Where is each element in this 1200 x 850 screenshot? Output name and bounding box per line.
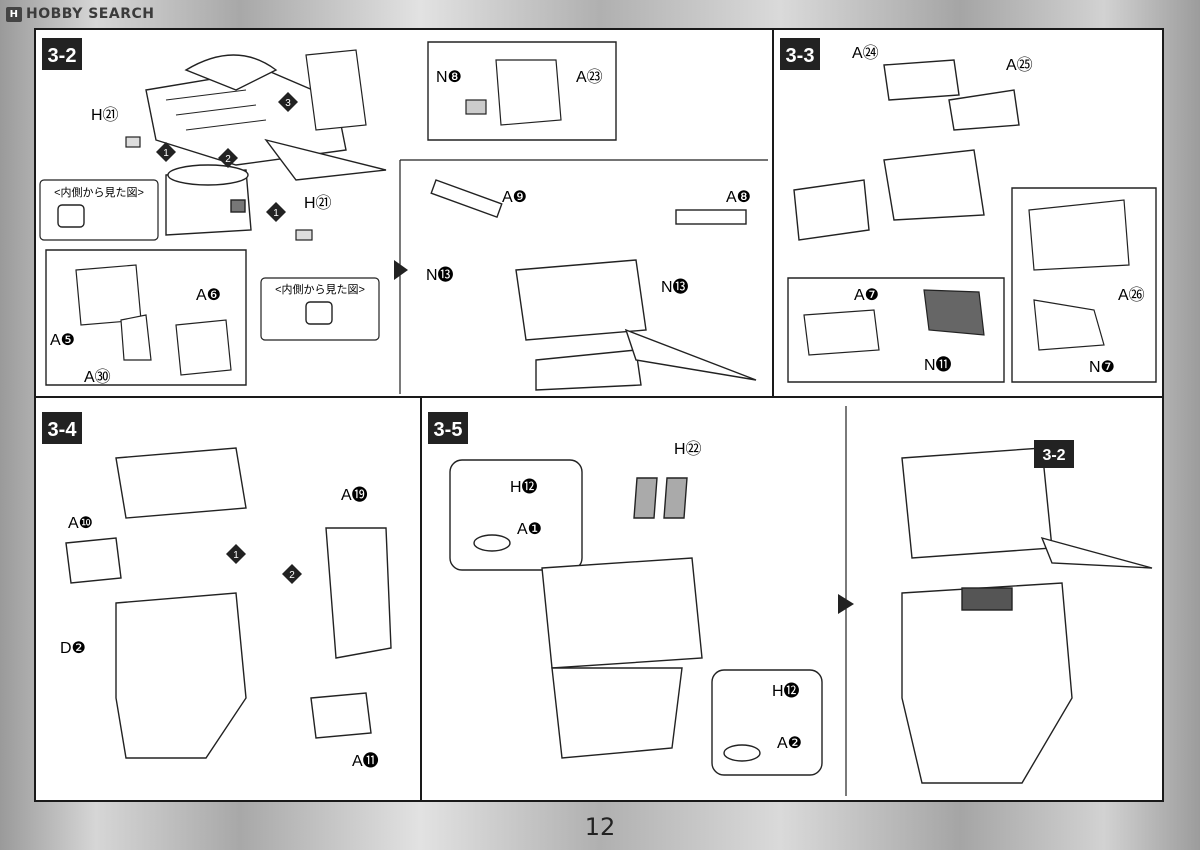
order-marker-1: 1 — [156, 142, 176, 162]
order-marker-number: 2 — [225, 154, 231, 165]
label-h22: H㉒ — [674, 440, 702, 458]
step-3-5-illustration: 3-5 3-2 H㉒ H⓬ A❶ H⓬ A❷ — [428, 406, 1153, 796]
label-a10: A❿ — [68, 515, 93, 532]
watermark-text: HOBBY SEARCH — [26, 6, 155, 22]
label-d2: D❷ — [60, 640, 86, 657]
step-number: 3-5 — [434, 419, 463, 441]
label-a25: A㉕ — [1006, 56, 1033, 74]
step-number: 3-4 — [48, 419, 78, 441]
order-marker-number: 3 — [285, 98, 291, 109]
order-marker-2: 2 — [218, 148, 238, 168]
head-cylinder-drawing — [165, 164, 252, 236]
step-3-4-illustration: 3-4 A❿ A⓳ D❷ A⓫ 1 2 — [42, 412, 392, 770]
detail-parts-drawing — [803, 199, 1130, 356]
detail-bubble-h12 — [449, 459, 583, 571]
step-3-3-illustration: 3-3 A㉔ A㉕ A㉖ A❼ N⓫ N❼ — [780, 38, 1157, 383]
label-a8: A❽ — [726, 189, 751, 206]
panel-step-3-4: 3-4 A❿ A⓳ D❷ A⓫ 1 2 — [34, 396, 422, 802]
label-a2: A❷ — [777, 735, 802, 752]
label-a23: A㉓ — [576, 68, 603, 86]
order-marker-1: 1 — [266, 202, 286, 222]
detail-parts-drawing — [75, 59, 562, 376]
head-top-drawing — [793, 59, 1020, 241]
order-marker-2: 2 — [282, 564, 302, 584]
step-3-2-illustration: 3-2 <内側から見た図> <内側から見た図> — [39, 38, 768, 394]
completed-upper-body-drawing — [901, 447, 1153, 784]
order-marker-number: 2 — [289, 570, 295, 581]
label-n13: N⓭ — [426, 266, 454, 284]
label-a1: A❶ — [517, 521, 542, 538]
step-badge — [42, 38, 82, 70]
label-a11: A⓫ — [352, 752, 379, 770]
label-n7: N❼ — [1089, 359, 1115, 376]
next-arrow-icon — [838, 594, 854, 614]
panel-step-3-3: 3-3 A㉔ A㉕ A㉖ A❼ N⓫ N❼ — [772, 28, 1164, 398]
label-a26: A㉖ — [1118, 286, 1145, 304]
panel-step-3-5: 3-5 3-2 H㉒ H⓬ A❶ H⓬ A❷ — [420, 396, 1164, 802]
small-parts-drawing — [125, 49, 367, 241]
label-h12: H⓬ — [772, 682, 800, 700]
order-marker-number: 1 — [163, 148, 169, 159]
callout-label: <内側から見た図> — [275, 282, 365, 296]
label-a7: A❼ — [854, 287, 879, 304]
head-assembly-drawing — [145, 54, 387, 181]
step-badge — [428, 412, 468, 444]
detail-bubble-h12 — [711, 669, 823, 776]
label-n13: N⓭ — [661, 278, 689, 296]
order-marker-3: 3 — [278, 92, 298, 112]
label-n8: N❽ — [436, 69, 462, 86]
hobby-search-logo-icon: H — [6, 6, 22, 22]
step-badge — [42, 412, 82, 444]
step-reference-badge — [1034, 440, 1074, 468]
watermark: H HOBBY SEARCH — [6, 5, 154, 23]
step-number: 3-2 — [48, 45, 77, 67]
order-marker-number: 1 — [233, 550, 239, 561]
label-a24: A㉔ — [852, 44, 879, 62]
label-h12: H⓬ — [510, 478, 538, 496]
inside-view-callout-right: <内側から見た図> — [260, 277, 380, 341]
label-a19: A⓳ — [341, 486, 368, 504]
torso-assembly-drawing — [65, 447, 392, 759]
torso-with-head-drawing — [473, 477, 761, 762]
order-marker-number: 1 — [273, 208, 279, 219]
page-number: 12 — [584, 813, 616, 841]
inside-view-callout-left: <内側から見た図> — [39, 179, 159, 241]
order-marker-1: 1 — [226, 544, 246, 564]
label-a6: A❻ — [196, 287, 221, 304]
label-h21: H㉑ — [304, 194, 332, 212]
label-h21: H㉑ — [91, 106, 119, 124]
step-reference-number: 3-2 — [1042, 447, 1065, 464]
step-number: 3-3 — [786, 45, 815, 67]
step-badge — [780, 38, 820, 70]
head-with-rails-drawing — [430, 179, 757, 391]
next-arrow-icon — [394, 260, 408, 280]
callout-label: <内側から見た図> — [54, 185, 144, 199]
label-n11: N⓫ — [924, 356, 952, 374]
label-a5: A❺ — [50, 332, 75, 349]
label-a27: A㉚ — [84, 368, 111, 386]
panel-step-3-2: 3-2 <内側から見た図> <内側から見た図> — [34, 28, 774, 398]
label-a9: A❾ — [502, 189, 527, 206]
